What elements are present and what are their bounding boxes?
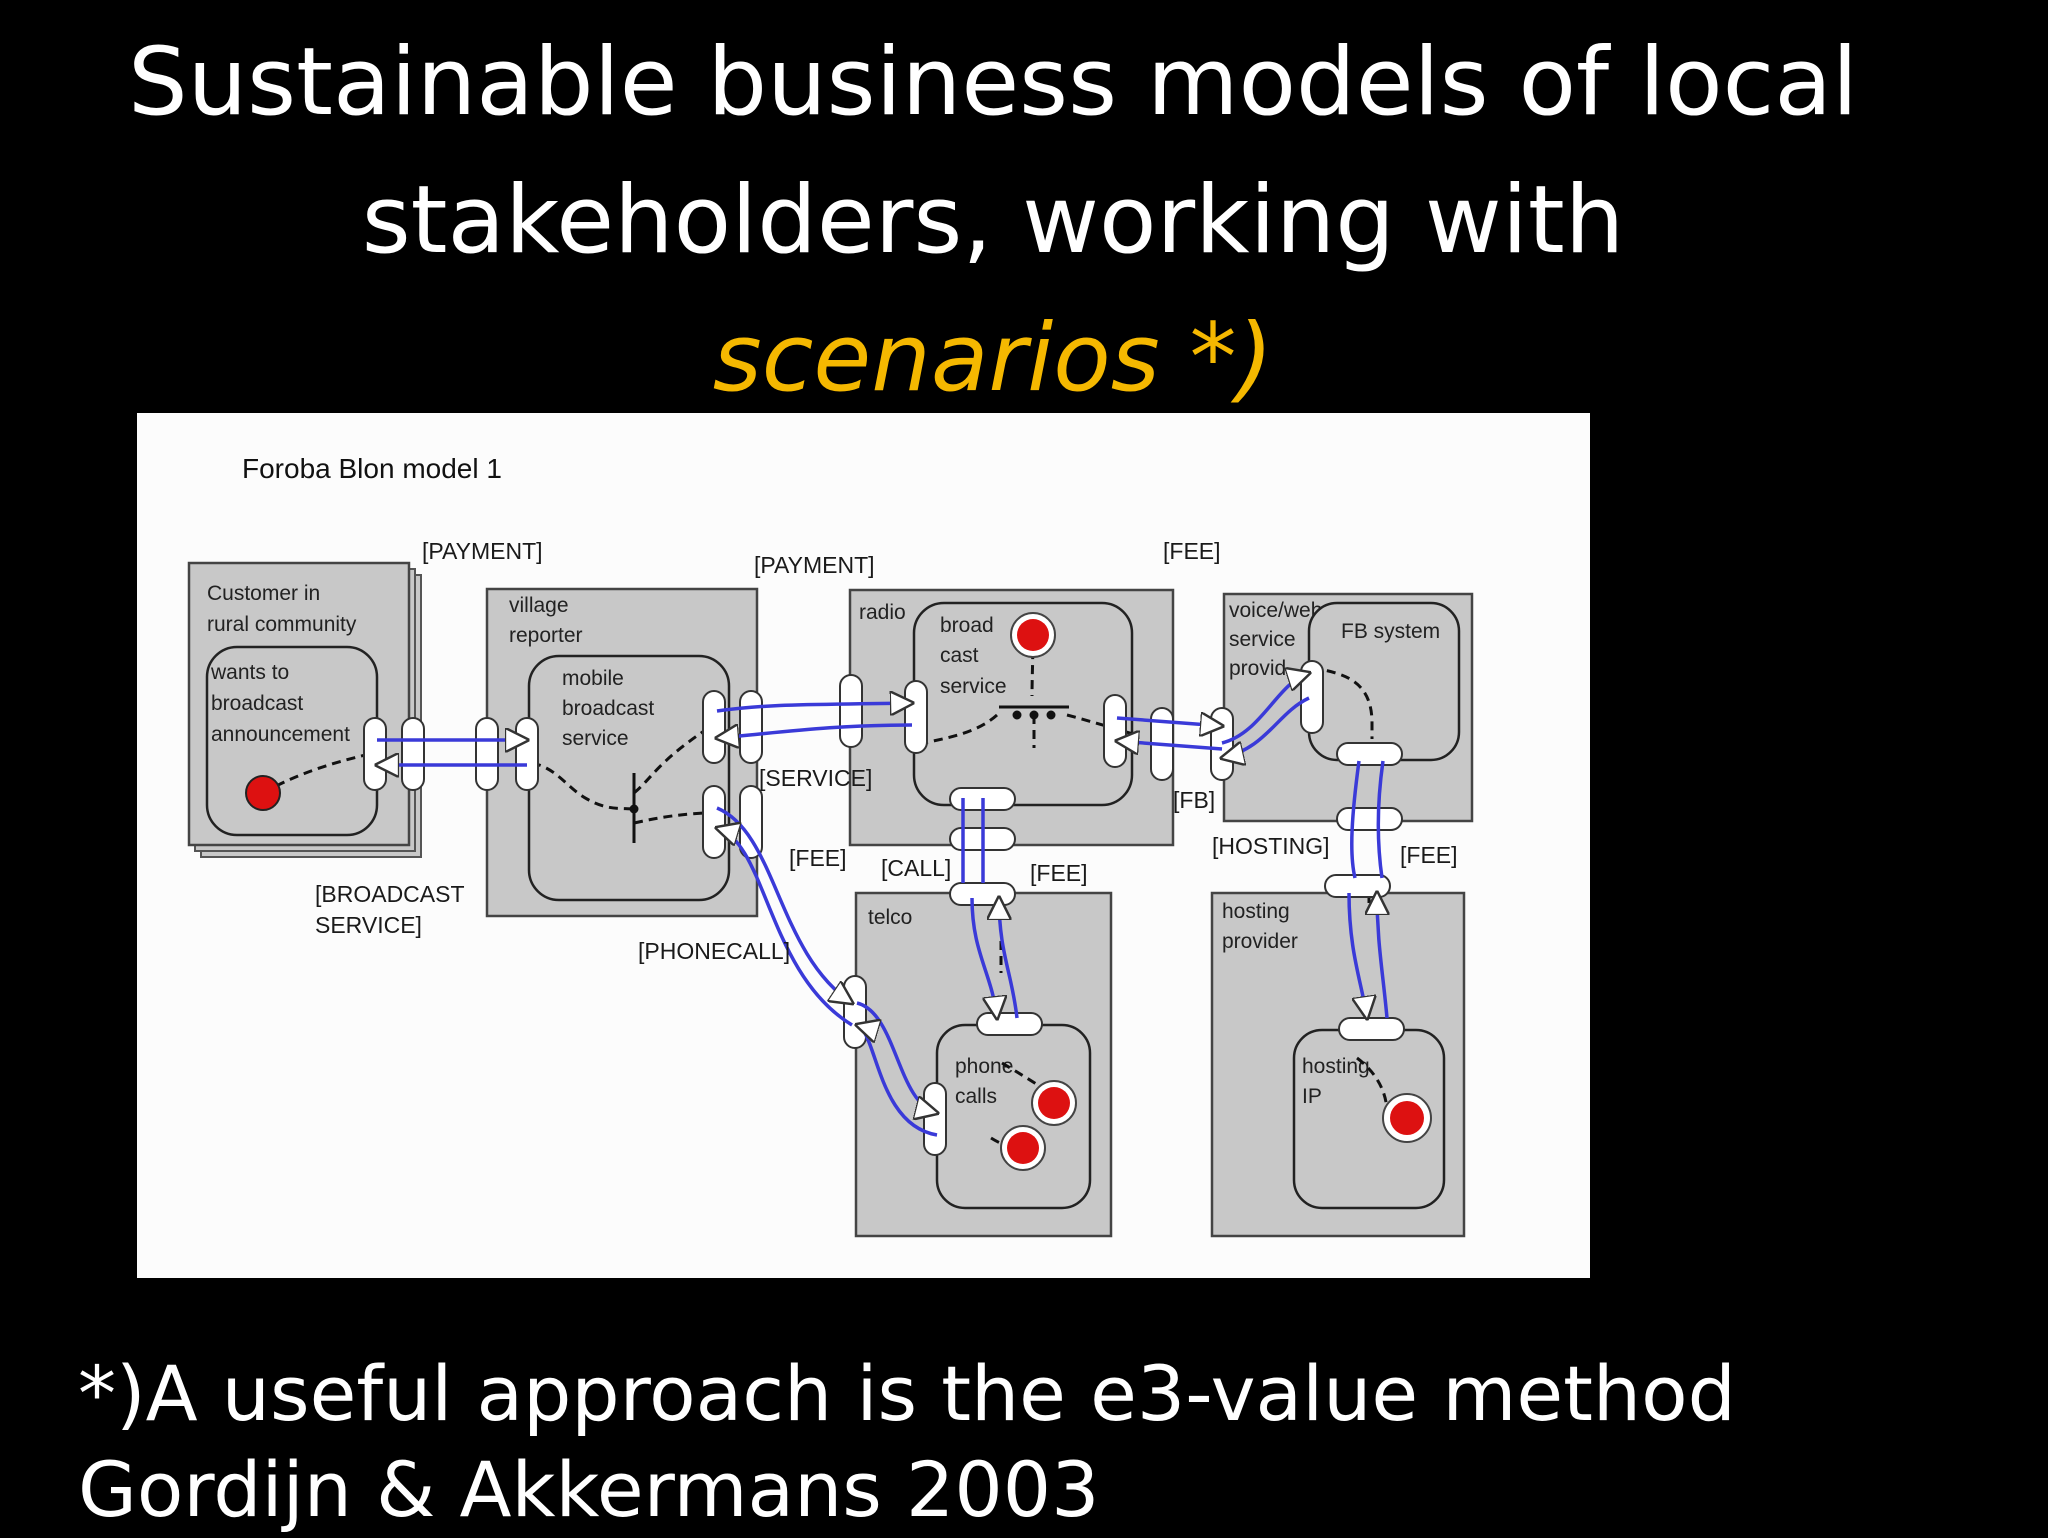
label-payment-2: [PAYMENT]	[754, 552, 875, 578]
start-stimulus-phone-2	[1007, 1132, 1039, 1164]
label-service: [SERVICE]	[759, 765, 872, 791]
voiceweb-label-3: provid	[1229, 657, 1286, 680]
fbsystem-label: FB system	[1341, 620, 1440, 643]
label-broadcast-service-2: SERVICE]	[315, 912, 422, 938]
activity-mobile-broadcast: mobile broadcast service	[527, 654, 731, 902]
customer-label-1: Customer in	[207, 582, 320, 605]
start-stimuli	[245, 612, 1432, 1171]
broadcast-label-2: cast	[940, 644, 979, 667]
activity-fb-system: FB system	[1307, 601, 1461, 762]
voiceweb-label-2: service	[1229, 628, 1296, 651]
label-phonecall: [PHONECALL]	[638, 938, 790, 964]
activity-broadcast-service: broad cast service	[912, 601, 1134, 807]
label-fb: [FB]	[1173, 787, 1215, 813]
start-stimulus-hosting	[1390, 1101, 1424, 1135]
reporter-label-2: reporter	[509, 624, 583, 647]
broadcast-label-3: service	[940, 675, 1007, 698]
label-fee-right: [FEE]	[1400, 842, 1458, 868]
label-call: [CALL]	[881, 855, 951, 881]
label-payment-1: [PAYMENT]	[422, 538, 543, 564]
slide-title: Sustainable business models of local sta…	[0, 14, 1986, 428]
label-fee-mid: [FEE]	[1030, 860, 1088, 886]
label-fee-left: [FEE]	[789, 845, 847, 871]
start-stimulus-broadcast	[1017, 619, 1049, 651]
value-transfers	[377, 673, 1387, 1137]
telco-label: telco	[868, 906, 912, 929]
start-stimulus-phone-1	[1038, 1087, 1070, 1119]
broadcast-label-1: broad	[940, 614, 994, 637]
activity-wants-to-broadcast: wants to broadcast announcement	[205, 645, 379, 837]
wants-label-1: wants to	[210, 661, 289, 684]
voiceweb-label-1: voice/web	[1229, 599, 1322, 622]
title-line-2: stakeholders, working with	[361, 166, 1625, 275]
wants-label-2: broadcast	[211, 692, 303, 715]
mobile-label-2: broadcast	[562, 697, 654, 720]
title-line-1: Sustainable business models of local	[127, 28, 1859, 137]
label-fee-top: [FEE]	[1163, 538, 1221, 564]
footnote-line-2: Gordijn & Akkermans 2003	[78, 1445, 1100, 1534]
label-hosting: [HOSTING]	[1212, 833, 1330, 859]
wants-label-3: announcement	[211, 723, 350, 746]
hostingip-label-1: hosting	[1302, 1055, 1370, 1078]
hostingip-label-2: IP	[1302, 1085, 1322, 1108]
footnote: *)A useful approach is the e3-value meth…	[78, 1346, 1736, 1538]
phone-label-1: phone	[955, 1055, 1013, 1078]
diagram-title: Foroba Blon model 1	[242, 453, 502, 484]
mobile-label-1: mobile	[562, 667, 624, 690]
title-line-3-scenarios: scenarios *)	[712, 304, 1274, 413]
footnote-line-1: *)A useful approach is the e3-value meth…	[78, 1349, 1736, 1438]
e3value-diagram: Foroba Blon model 1 Customer in rural co…	[137, 413, 1590, 1278]
customer-label-2: rural community	[207, 613, 357, 636]
junction-bars	[629, 705, 1069, 843]
diagram-canvas: Foroba Blon model 1 Customer in rural co…	[187, 453, 1474, 1238]
hosting-label-2: provider	[1222, 930, 1298, 953]
radio-label: radio	[859, 601, 906, 624]
mobile-label-3: service	[562, 727, 629, 750]
start-stimulus-customer	[245, 775, 281, 811]
phone-label-2: calls	[955, 1085, 997, 1108]
reporter-label-1: village	[509, 594, 569, 617]
label-broadcast-service-1: [BROADCAST	[315, 881, 465, 907]
hosting-label-1: hosting	[1222, 900, 1290, 923]
